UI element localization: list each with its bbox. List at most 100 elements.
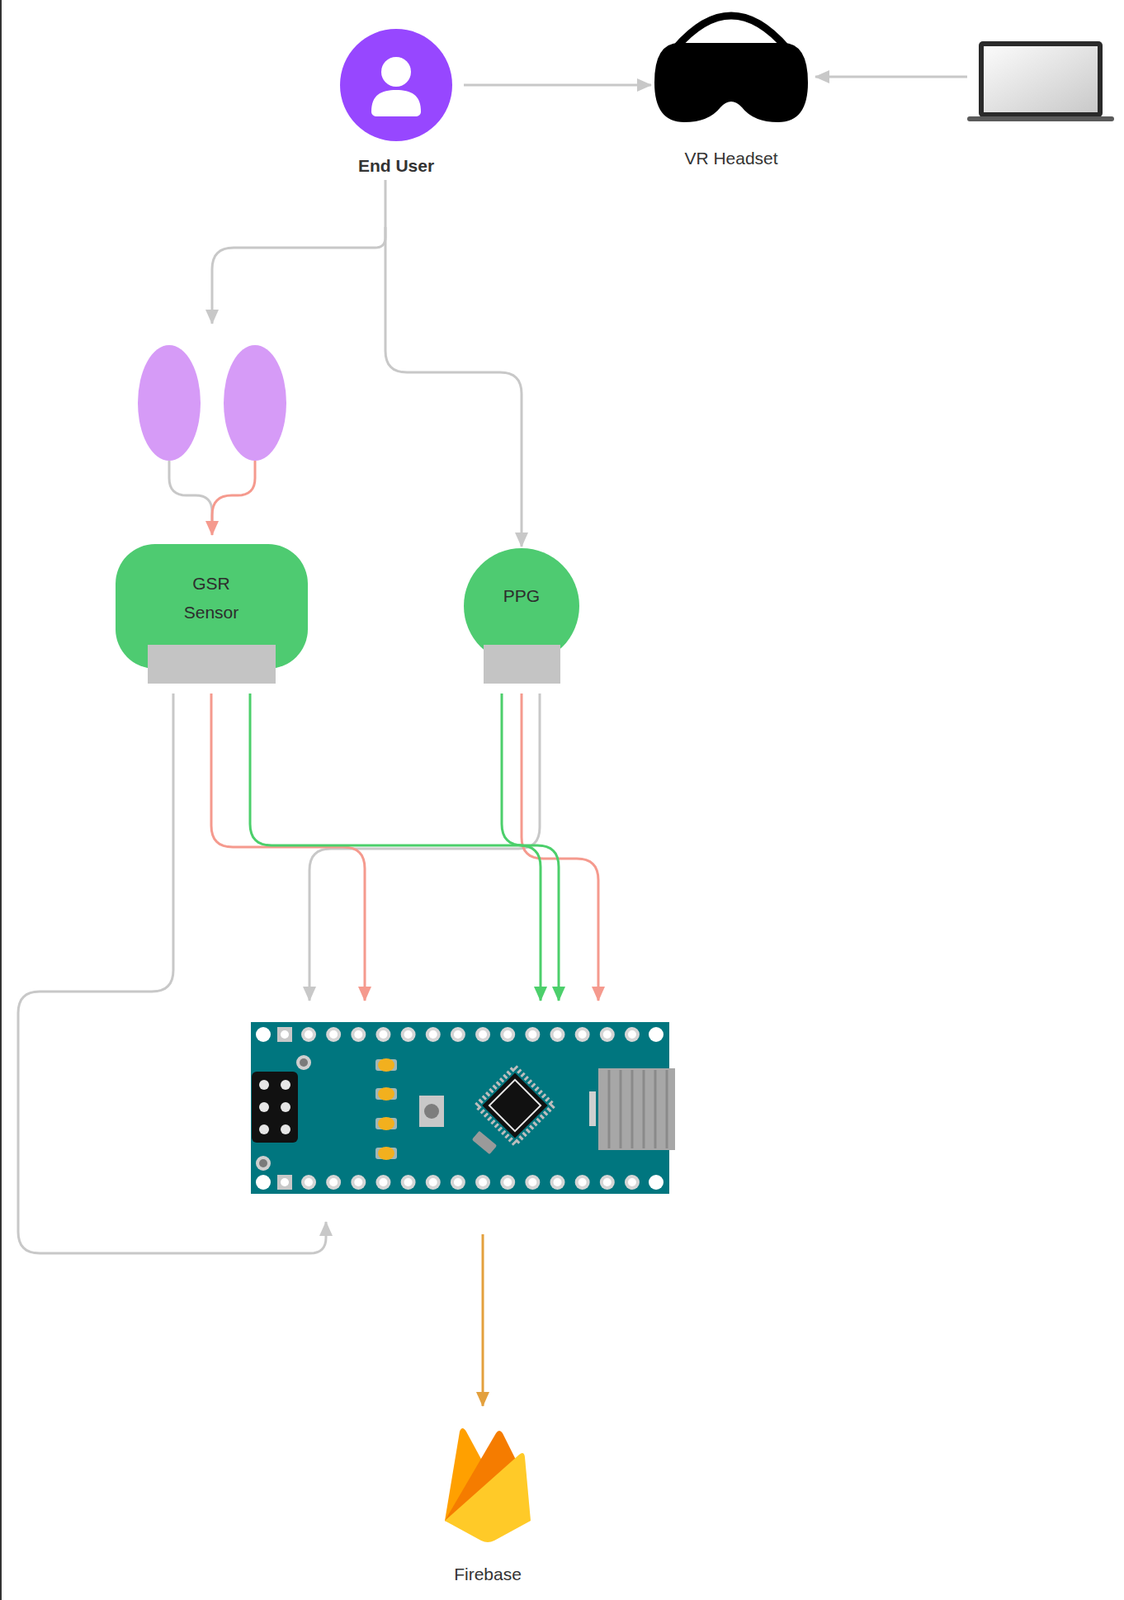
led xyxy=(375,1146,397,1160)
status-leds xyxy=(375,1057,397,1160)
label-wrap: GSR Sensor xyxy=(115,543,308,648)
split-wire xyxy=(212,226,386,324)
header-pin xyxy=(475,1026,491,1042)
header-pin xyxy=(401,1174,416,1190)
header-pin xyxy=(350,1026,366,1042)
label-wrap: End User xyxy=(338,155,454,177)
usb-connector xyxy=(598,1067,676,1150)
header-pin xyxy=(524,1174,540,1190)
icsp-pins xyxy=(259,1079,291,1134)
headset-icon xyxy=(654,9,808,126)
header-pin xyxy=(450,1026,466,1042)
laptop-icon xyxy=(967,41,1115,122)
led xyxy=(375,1116,397,1130)
header-pin xyxy=(599,1026,615,1042)
header-pin xyxy=(575,1174,591,1190)
header-pin xyxy=(255,1174,271,1190)
mcu-chip xyxy=(476,1066,553,1143)
header-pin xyxy=(575,1026,591,1042)
node-label: VR Headset xyxy=(684,147,778,170)
flow-arrow xyxy=(463,84,652,87)
icsp-pin xyxy=(280,1079,291,1090)
flow-arrow xyxy=(385,179,522,547)
mount-hole-center xyxy=(299,1057,308,1067)
mount-hole xyxy=(255,1155,271,1171)
reset-cap xyxy=(424,1103,440,1119)
icsp-pin xyxy=(280,1124,291,1134)
node-label: GSR Sensor xyxy=(170,568,253,627)
icsp-pin xyxy=(280,1101,291,1112)
upload-arrow xyxy=(481,1233,485,1406)
header-pin xyxy=(301,1026,317,1042)
laptop-base xyxy=(967,116,1115,122)
crystal xyxy=(472,1130,497,1155)
led xyxy=(375,1086,397,1101)
usb-ridges xyxy=(609,1069,667,1148)
electrode-wire xyxy=(169,460,213,529)
header-pin xyxy=(401,1026,416,1042)
header-pin xyxy=(475,1174,491,1190)
header-pin xyxy=(255,1026,271,1042)
icsp-pin xyxy=(259,1079,270,1090)
header-pin xyxy=(500,1174,515,1190)
header-pin xyxy=(648,1174,664,1190)
electrode xyxy=(137,344,201,461)
header-pin xyxy=(425,1174,441,1190)
page-border xyxy=(0,0,2,1600)
sensor-node: PPG xyxy=(463,547,580,684)
node-label: End User xyxy=(358,155,435,177)
headset-node: VR Headset xyxy=(654,9,808,170)
icsp-header xyxy=(251,1071,298,1143)
user-node: End User xyxy=(338,28,454,177)
header-pin xyxy=(375,1026,391,1042)
header-pin xyxy=(550,1026,566,1042)
arduino-board xyxy=(250,1021,676,1194)
signal-wire xyxy=(501,693,559,1001)
header-pin xyxy=(375,1174,391,1190)
reset-button xyxy=(419,1095,444,1127)
label-wrap: Firebase xyxy=(429,1563,546,1585)
header-pin xyxy=(624,1026,640,1042)
power-wire xyxy=(211,693,365,1001)
header-pin xyxy=(277,1026,293,1042)
led xyxy=(375,1057,397,1072)
header-pin xyxy=(450,1174,466,1190)
laptop-lid xyxy=(978,41,1103,118)
laptop-arrow xyxy=(815,75,968,79)
header-pin xyxy=(648,1026,664,1042)
header-pin xyxy=(550,1174,566,1190)
firebase-logo xyxy=(429,1421,546,1545)
header-pin xyxy=(277,1174,293,1190)
header-pin xyxy=(325,1026,341,1042)
label-wrap: VR Headset xyxy=(654,147,808,170)
user-icon xyxy=(340,28,453,142)
sensor-shape xyxy=(463,547,580,684)
icsp-pin xyxy=(259,1101,270,1112)
node-label: PPG xyxy=(503,585,540,607)
usb-pins xyxy=(589,1090,596,1126)
header-pin xyxy=(325,1174,341,1190)
header-pin xyxy=(599,1174,615,1190)
node-label: Firebase xyxy=(453,1563,522,1585)
label-wrap: PPG xyxy=(463,547,580,644)
mount-hole xyxy=(296,1054,312,1070)
header-pin xyxy=(301,1174,317,1190)
database-node: Firebase xyxy=(429,1421,546,1585)
wires xyxy=(18,76,968,1406)
signal-wire xyxy=(250,693,541,1001)
header-pin xyxy=(500,1026,515,1042)
laptop-screen xyxy=(983,46,1098,113)
sensor-node: GSR Sensor xyxy=(115,543,308,684)
electrode xyxy=(223,344,287,461)
header-pin xyxy=(425,1026,441,1042)
header-pin xyxy=(624,1174,640,1190)
edges xyxy=(385,85,652,547)
ground-wire xyxy=(18,693,326,1253)
icsp-pin xyxy=(259,1124,270,1134)
header-pin xyxy=(524,1026,540,1042)
mount-hole-center xyxy=(259,1158,268,1167)
header-pin xyxy=(350,1174,366,1190)
